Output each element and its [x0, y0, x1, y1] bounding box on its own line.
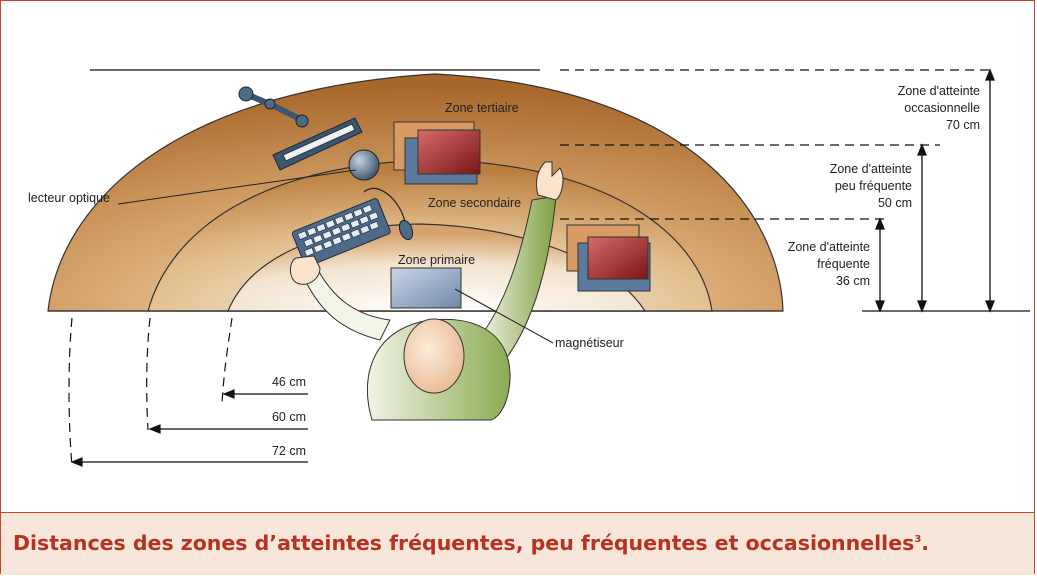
- distance-60cm-label: 60 cm: [272, 410, 306, 424]
- distance-72cm-label: 72 cm: [272, 444, 306, 458]
- mouse-icon: [363, 187, 414, 241]
- reach-frequent-distance: 36 cm: [836, 274, 870, 288]
- reach-zones-diagram: Zone tertiaire Zone secondaire Zone prim…: [28, 68, 1030, 467]
- reach-occasional-distance: 70 cm: [946, 118, 980, 132]
- reach-infrequent-distance: 50 cm: [878, 196, 912, 210]
- figure-caption: Distances des zones d’atteintes fréquent…: [13, 531, 929, 555]
- reach-frequent-line2: fréquente: [817, 257, 870, 271]
- zone-primary-label: Zone primaire: [398, 253, 475, 267]
- optical-reader-leader: [117, 169, 357, 205]
- optical-reader-label: lecteur optique: [28, 191, 110, 205]
- arrow-60cm: [148, 424, 308, 434]
- caption-text: Distances des zones d’atteintes fréquent…: [13, 531, 915, 555]
- reach-occasional-line1: Zone d'atteinte: [898, 84, 980, 98]
- magnetizer-pad: [390, 267, 462, 309]
- operator-figure: [290, 161, 564, 421]
- dashed-arc-46: [221, 317, 233, 404]
- arrow-72cm: [70, 457, 308, 467]
- reach-infrequent-line2: peu fréquente: [835, 179, 912, 193]
- reach-occasional-line2: occasionnelle: [904, 101, 980, 115]
- zone-tertiary-label: Zone tertiaire: [445, 101, 519, 115]
- caption-footnote-ref: 3: [914, 534, 922, 546]
- arrow-70cm: [985, 68, 995, 313]
- arrow-36cm: [875, 217, 885, 313]
- arrow-50cm: [917, 143, 927, 313]
- zone-secondary-label: Zone secondaire: [428, 196, 521, 210]
- caption-suffix: .: [921, 531, 930, 555]
- magnetizer-label: magnétiseur: [555, 336, 624, 350]
- dashed-arc-60: [146, 317, 151, 431]
- distance-46cm-label: 46 cm: [272, 375, 306, 389]
- arrow-46cm: [222, 389, 308, 399]
- document-holder-arm: [238, 86, 363, 171]
- optical-reader-icon: [348, 149, 380, 181]
- reach-frequent-line1: Zone d'atteinte: [788, 240, 870, 254]
- dashed-arc-72: [68, 317, 73, 467]
- caption-band: Distances des zones d’atteintes fréquent…: [1, 512, 1034, 575]
- tertiary-monitor: [393, 121, 481, 185]
- secondary-monitor: [566, 224, 651, 292]
- magnetizer-leader: [454, 288, 554, 344]
- keyboard-icon: [291, 198, 391, 267]
- reach-infrequent-line1: Zone d'atteinte: [830, 162, 912, 176]
